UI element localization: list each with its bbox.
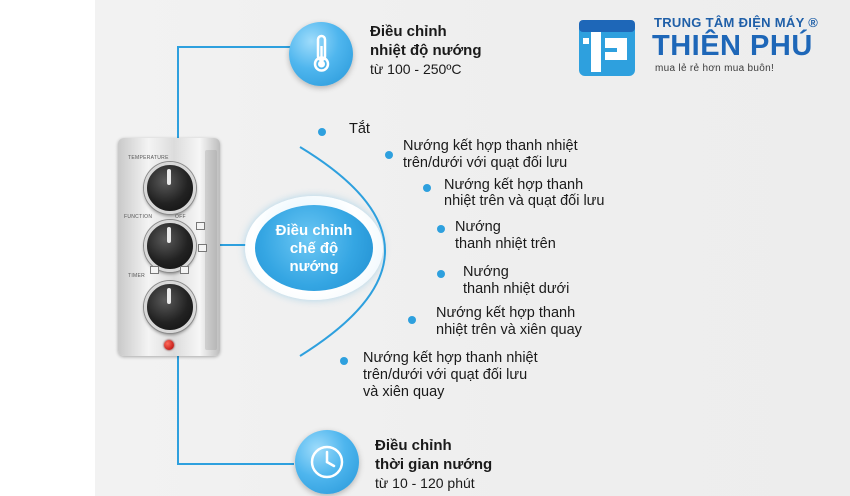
function-label: FUNCTION xyxy=(124,214,153,220)
mode-dot-7 xyxy=(340,357,348,365)
mode-1-line1: Tắt xyxy=(349,121,370,137)
thermometer-icon xyxy=(289,22,353,86)
mode-7-line2: trên/dưới với quạt đối lưu xyxy=(363,367,528,383)
mode-dot-3 xyxy=(423,184,431,192)
mode-6-line2: nhiệt trên và xiên quay xyxy=(436,322,582,338)
mode-2-line1: Nướng kết hợp thanh nhiệt xyxy=(403,138,578,154)
mode-dot-4 xyxy=(437,225,445,233)
connector-vertical-top xyxy=(177,46,179,176)
mode-symbol-4 xyxy=(180,266,189,274)
logo-brand-name: THIÊN PHÚ xyxy=(652,30,813,62)
center-line3: nướng xyxy=(289,258,339,275)
temperature-range: từ 100 - 250ºC xyxy=(370,61,462,77)
connector-horizontal-bottom xyxy=(177,463,294,465)
logo-slogan: mua lẻ rẻ hơn mua buôn! xyxy=(655,63,775,74)
off-label: OFF xyxy=(175,214,186,220)
timer-title-line2: thời gian nướng xyxy=(375,456,493,473)
timer-range: từ 10 - 120 phút xyxy=(375,475,475,491)
mode-6-line1: Nướng kết hợp thanh xyxy=(436,305,576,321)
mode-circle-inner xyxy=(255,205,373,291)
center-line2: chế độ xyxy=(289,240,339,257)
mode-dot-6 xyxy=(408,316,416,324)
temperature-title-line1: Điều chỉnh xyxy=(370,23,447,40)
mode-3-line2: nhiệt trên và quạt đối lưu xyxy=(444,193,605,209)
mode-dot-2 xyxy=(385,151,393,159)
mode-2-line2: trên/dưới với quạt đối lưu xyxy=(403,155,568,171)
clock-icon xyxy=(295,430,359,494)
mode-4-line1: Nướng xyxy=(455,219,501,235)
mode-dot-5 xyxy=(437,270,445,278)
mode-symbol-3 xyxy=(150,266,159,274)
timer-title-line1: Điều chỉnh xyxy=(375,437,452,454)
center-line1: Điều chỉnh xyxy=(275,222,353,239)
temperature-label: TEMPERATURE xyxy=(128,155,169,161)
timer-knob[interactable] xyxy=(144,281,196,333)
mode-3-line1: Nướng kết hợp thanh xyxy=(444,177,584,193)
mode-7-line3: và xiên quay xyxy=(363,384,445,400)
background-panel xyxy=(95,0,850,496)
mode-5-line2: thanh nhiệt dưới xyxy=(463,281,570,297)
power-indicator-lamp xyxy=(164,340,174,350)
mode-5-line1: Nướng xyxy=(463,264,509,280)
connector-vertical-bottom xyxy=(177,345,179,465)
function-knob[interactable] xyxy=(144,220,196,272)
mode-4-line2: thanh nhiệt trên xyxy=(455,236,556,252)
logo-line1: TRUNG TÂM ĐIỆN MÁY ® xyxy=(654,15,819,30)
connector-horizontal-top xyxy=(177,46,292,48)
panel-edge xyxy=(205,150,217,350)
thien-phu-logo-icon xyxy=(579,20,635,76)
left-margin xyxy=(0,0,95,496)
temperature-title-line2: nhiệt độ nướng xyxy=(370,42,482,59)
temperature-knob[interactable] xyxy=(144,162,196,214)
timer-label: TIMER xyxy=(128,273,146,279)
mode-dot-1 xyxy=(318,128,326,136)
connector-horizontal-middle xyxy=(196,244,258,246)
mode-circle-label: Điều chỉnh chế độ nướng xyxy=(255,222,373,276)
mode-7-line1: Nướng kết hợp thanh nhiệt xyxy=(363,350,538,366)
mode-symbol-1 xyxy=(196,222,205,230)
mode-symbol-2 xyxy=(198,244,207,252)
